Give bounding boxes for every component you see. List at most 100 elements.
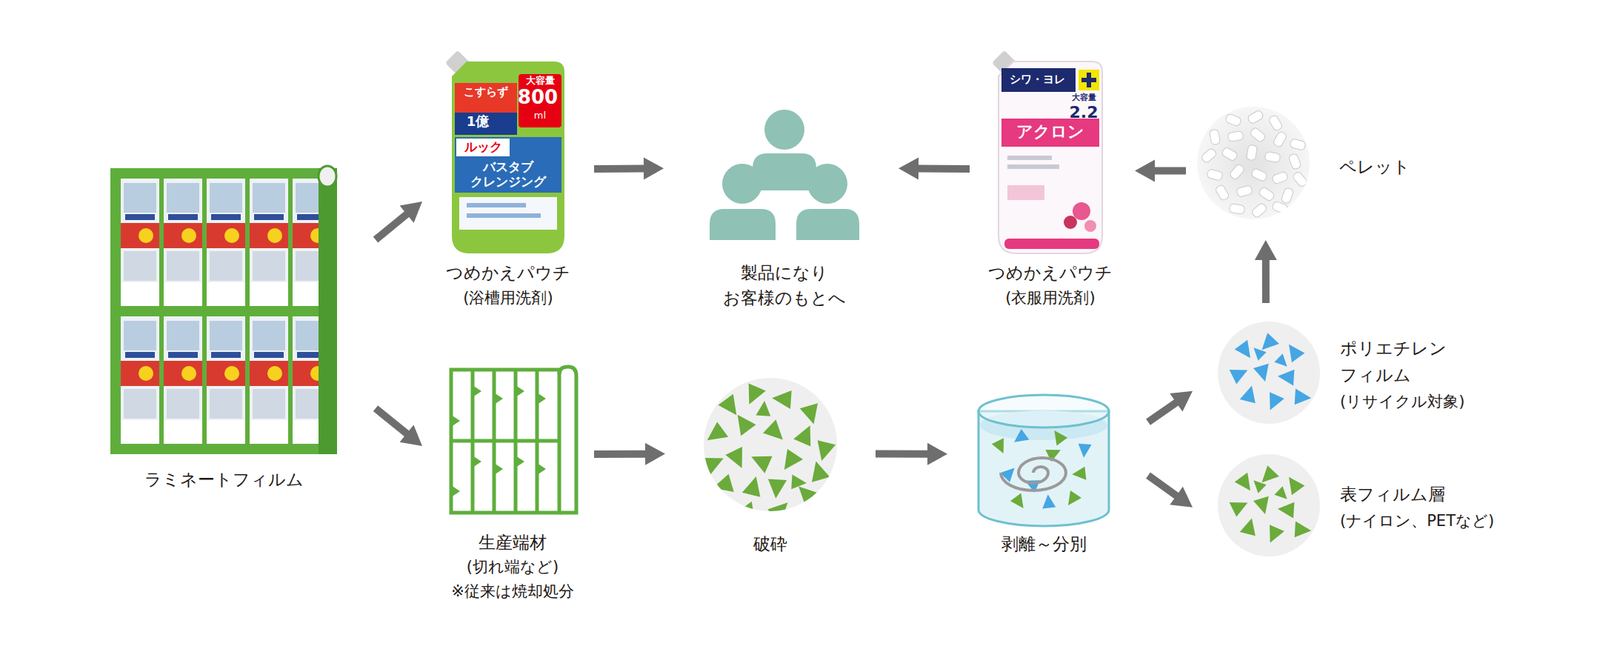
- refill-pouch-bath-part: [466, 202, 526, 208]
- pe-film-circle-part-part: [1283, 344, 1306, 366]
- pe-film-circle-part-part: [1237, 385, 1259, 408]
- pe-film-circle-part-part: [1288, 384, 1312, 408]
- laminate-roll-part: [249, 316, 289, 444]
- pellets-circle-part-part: [1280, 187, 1295, 205]
- package-text: バスタブ クレンジング: [470, 159, 546, 190]
- surface-film-circle-part-part: [1251, 480, 1268, 495]
- pellets-circle-part-part: [1228, 202, 1246, 215]
- crushed-circle: [697, 377, 840, 523]
- surface-film-circle: [1217, 454, 1320, 557]
- diagram-node: 表フィルム層(ナイロン、PETなど): [1217, 454, 1320, 557]
- refill-pouch-bath-part: [466, 213, 541, 218]
- crushed-circle-part-part: [797, 396, 826, 424]
- laminate-roll-part: [318, 165, 337, 187]
- flow-arrow: [594, 157, 664, 180]
- flow-arrow: [1145, 472, 1193, 508]
- separation-tank-part-part: [1014, 428, 1032, 447]
- pellets-circle-part-part: [1271, 200, 1289, 215]
- pe-film-circle-part-part: [1251, 347, 1268, 362]
- node-label: ポリエチレン フィルム: [1340, 334, 1447, 389]
- pellets-circle-part-part: [1264, 151, 1281, 163]
- pellets-circle-part-part: [1245, 144, 1258, 161]
- node-label-group: 製品になり お客様のもとへ: [722, 260, 846, 311]
- node-label: (浴槽用洗剤): [445, 285, 571, 311]
- package-text: 大容量: [525, 75, 555, 86]
- scrap-icon-part-part: [494, 392, 503, 405]
- pellets-circle-part-part: [1268, 114, 1283, 132]
- surface-film-circle-part-part: [1274, 485, 1290, 500]
- node-label: 剥離～分別: [1001, 531, 1087, 557]
- crushed-circle-part-part: [765, 499, 789, 523]
- scrap-icon-part-part: [515, 455, 525, 468]
- laminate-roll-part: [120, 316, 160, 444]
- separation-tank-part-part: [990, 434, 1010, 454]
- flow-arrow: [1254, 240, 1278, 303]
- pellets-circle: [1197, 106, 1310, 220]
- laminate-roll-part: [318, 168, 338, 455]
- crushed-circle-part-part: [731, 414, 758, 440]
- refill-pouch-bath-part: [456, 138, 510, 157]
- pellets-circle-part-part: [1228, 162, 1246, 180]
- separation-tank-part: [990, 428, 1095, 515]
- crushed-circle-part-part: [751, 400, 773, 423]
- crushed-circle-part: [697, 380, 840, 523]
- pe-film-circle-part-part: [1261, 332, 1280, 353]
- crushed-circle-part-part: [765, 471, 792, 499]
- crushed-circle-part-part: [795, 486, 820, 509]
- pe-film-circle-part-part: [1277, 367, 1302, 391]
- crushed-circle-part-part: [771, 387, 800, 415]
- scrap-icon-part-part: [472, 455, 482, 468]
- pellets-circle-part-part: [1250, 202, 1268, 219]
- pellets-circle-part-part: [1208, 128, 1220, 146]
- node-label-group: 剥離～分別: [1001, 531, 1087, 557]
- crushed-circle-part: [703, 377, 838, 512]
- pellets-circle-part-part: [1225, 113, 1243, 127]
- crushed-circle-part-part: [762, 417, 786, 440]
- refill-pouch-laundry-part: [1007, 155, 1052, 160]
- laminate-roll-part: [120, 178, 160, 306]
- customers-icon-part: [807, 163, 848, 204]
- surface-film-circle-part-part: [1233, 469, 1256, 492]
- separation-tank-part-part: [1009, 490, 1029, 509]
- diagram-node: 剥離～分別: [977, 392, 1111, 526]
- surface-film-circle-part-part: [1225, 494, 1249, 519]
- refill-pouch-laundry-part: [1078, 69, 1100, 91]
- customers-icon-part: [796, 208, 860, 240]
- surface-film-circle-part-part: [1237, 517, 1259, 540]
- package-text: シワ・ヨレ: [1009, 73, 1066, 86]
- separation-tank-part-part: [1071, 464, 1092, 485]
- package-text: 800: [517, 86, 558, 109]
- surface-film-circle-part: [1225, 465, 1312, 543]
- separation-tank-part: [978, 394, 1109, 428]
- refill-pouch-laundry-part: [1007, 185, 1045, 200]
- pe-film-circle-part: [1225, 332, 1312, 411]
- crushed-circle-part-part: [745, 380, 769, 405]
- separation-tank-part: [1000, 457, 1066, 491]
- flow-arrow: [594, 442, 666, 466]
- pellets-circle-part-part: [1271, 171, 1289, 185]
- node-label: (ナイロン、PETなど): [1340, 507, 1495, 535]
- flow-arrow: [898, 157, 970, 180]
- pellets-circle-part-part: [1248, 126, 1266, 143]
- package-text: ルック: [464, 140, 503, 155]
- node-label: 生産端材: [451, 530, 575, 555]
- scrap-icon-part-part: [537, 462, 546, 475]
- refill-pouch-bath-part: [459, 197, 558, 230]
- pe-film-circle-part-part: [1274, 352, 1290, 367]
- node-label: つめかえパウチ: [445, 260, 571, 286]
- diagram-node: ペレット: [1197, 106, 1310, 220]
- diagram-node: 製品になり お客様のもとへ: [709, 107, 860, 240]
- scrap-icon-part: [559, 366, 577, 513]
- pellets-circle-part-part: [1250, 167, 1268, 182]
- customers-icon-part: [709, 208, 776, 240]
- crushed-circle-part-part: [785, 470, 807, 492]
- laminate-roll-part: [206, 178, 246, 306]
- surface-film-circle-part-part: [1283, 477, 1306, 499]
- pellets-circle-part-part: [1227, 130, 1244, 142]
- crushed-circle-part-part: [791, 425, 815, 449]
- node-label: (リサイクル対象): [1340, 388, 1465, 415]
- package-text: 2.2: [1069, 103, 1099, 122]
- laminate-roll-part: [163, 178, 203, 306]
